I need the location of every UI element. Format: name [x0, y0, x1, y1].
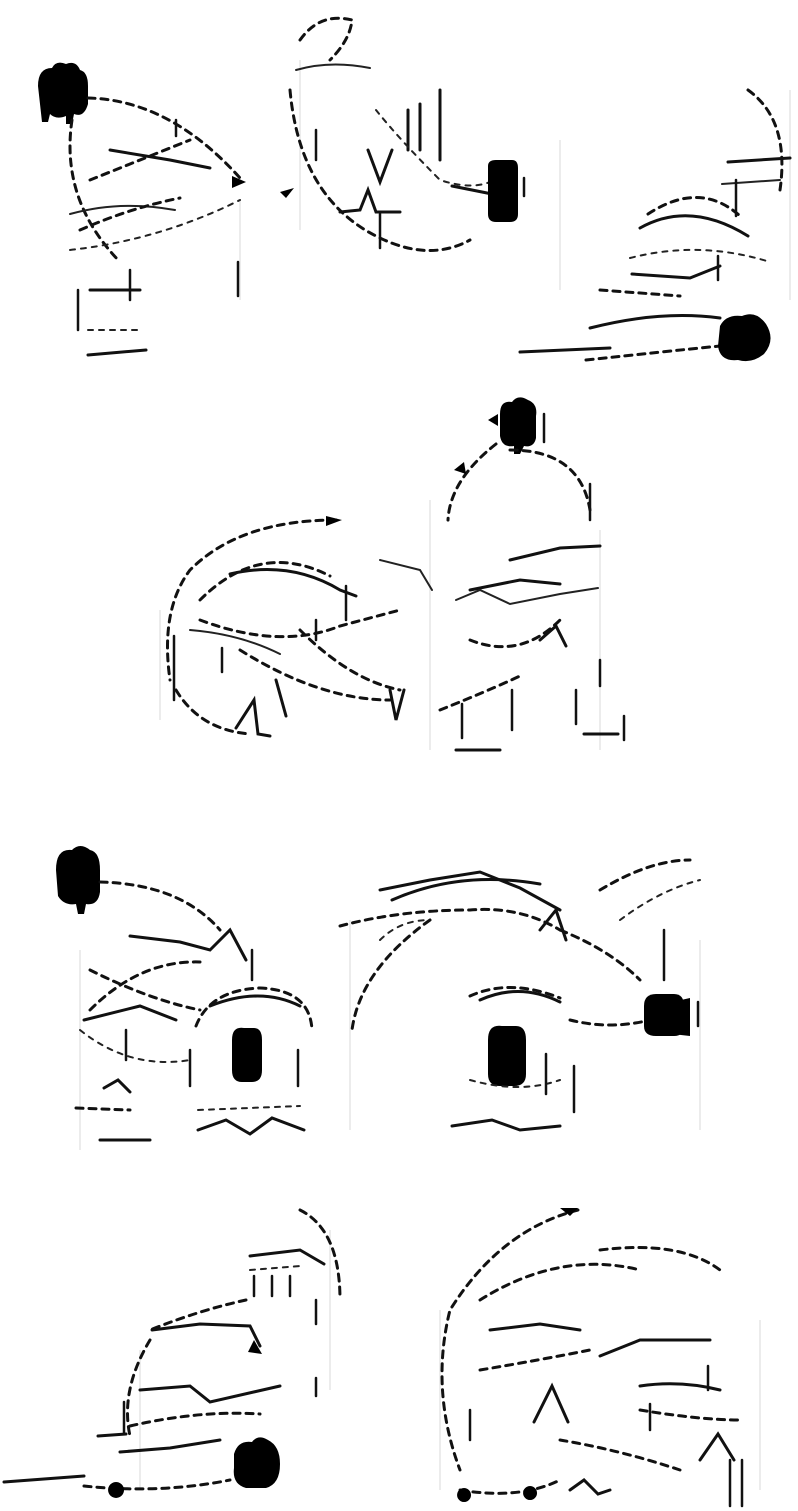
panel-3-left-cluster — [56, 846, 252, 1140]
speaker-node-icon — [232, 1028, 262, 1082]
speaker-node-icon — [500, 397, 536, 454]
panel-3-diagram — [0, 830, 798, 1170]
panel-2-ghost-lines — [160, 500, 600, 750]
panel-1-diagram — [0, 0, 798, 380]
speaker-node-icon — [234, 1437, 280, 1488]
panel-4-diagram — [0, 1190, 798, 1511]
panel-3-right-cluster — [340, 860, 700, 1130]
panel-4-ghost-lines — [140, 1230, 760, 1490]
arrowhead-icon — [280, 188, 294, 198]
panel-4-left-cluster — [4, 1210, 340, 1498]
speaker-node-icon — [488, 1026, 526, 1086]
panel-4-right-cluster — [442, 1208, 742, 1506]
arrowhead-icon — [454, 462, 466, 474]
panel-1-middle-cluster — [290, 18, 524, 250]
speaker-node-icon — [457, 1488, 471, 1502]
panel-2-right-cluster — [440, 397, 624, 750]
arrowhead-icon — [108, 1482, 124, 1498]
arrowhead-icon — [488, 414, 498, 426]
panel-1-left-cluster — [38, 63, 294, 355]
speaker-node-icon — [718, 314, 771, 361]
speaker-node-icon — [38, 63, 88, 124]
arrowhead-icon — [326, 516, 342, 526]
speaker-node-icon — [523, 1486, 537, 1500]
speaker-node-icon — [488, 160, 518, 222]
panel-2-left-cluster — [168, 516, 433, 736]
speaker-node-icon — [56, 846, 100, 914]
panel-3-middle-cluster — [190, 988, 312, 1134]
panel-2-diagram — [0, 390, 798, 770]
